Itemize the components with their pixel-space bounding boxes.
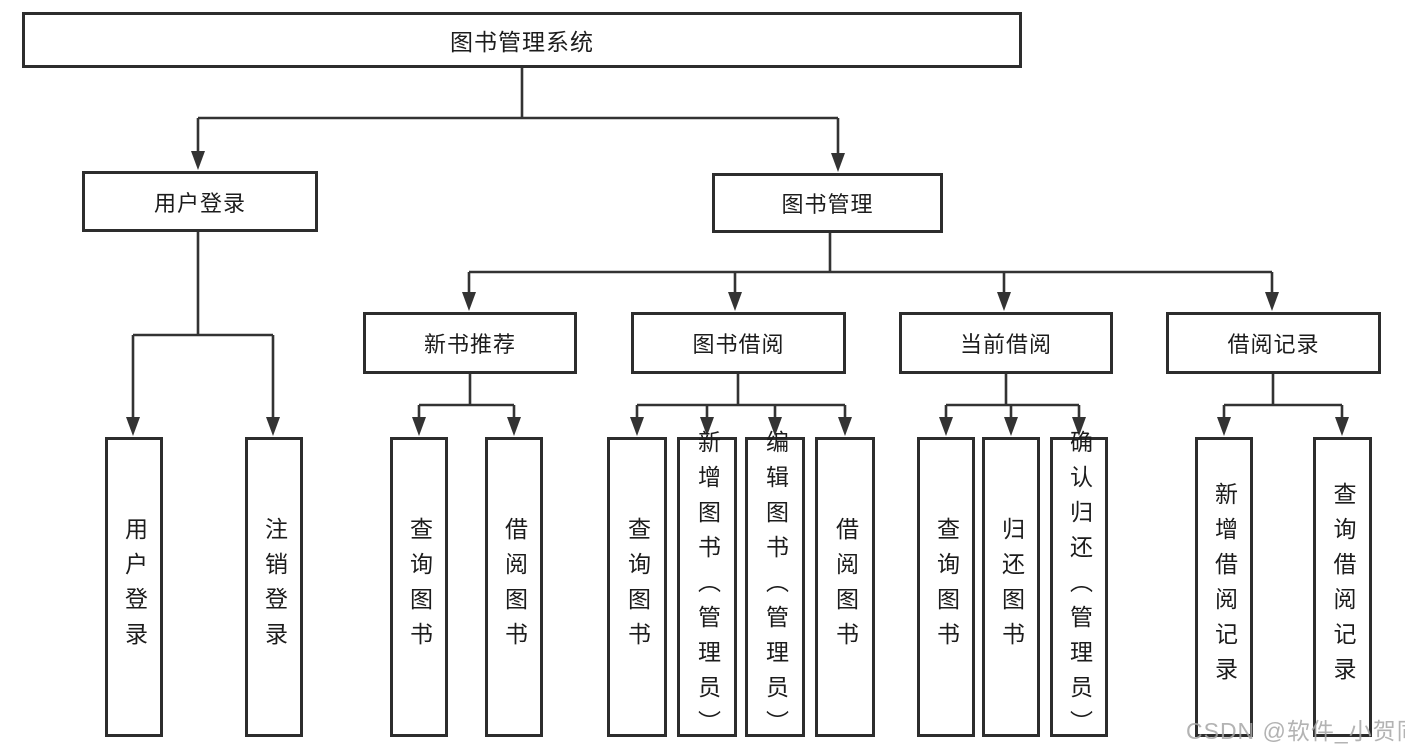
node-label: 用户登录 (153, 190, 246, 216)
leaf-borrow-books-recommend: 借阅图书 (485, 437, 543, 737)
node-book-borrow: 图书借阅 (631, 312, 846, 374)
node-label: 归还图书 (998, 517, 1025, 657)
node-current-borrow: 当前借阅 (899, 312, 1113, 374)
node-label: 图书借阅 (692, 332, 785, 357)
node-user-login: 用户登录 (82, 171, 318, 232)
node-label: 查询借阅记录 (1330, 482, 1356, 692)
arrowheads (126, 151, 1349, 436)
csdn-watermark: CSDN @软件_小贺同学 (1186, 718, 1405, 744)
node-label: 借阅图书 (832, 517, 859, 657)
node-label: 注销登录 (261, 517, 288, 657)
node-label: 用户登录 (121, 517, 148, 657)
node-book-management: 图书管理 (712, 173, 943, 233)
leaf-query-borrow-record: 查询借阅记录 (1313, 437, 1372, 737)
node-label: 借阅记录 (1227, 332, 1320, 357)
leaf-add-borrow-record: 新增借阅记录 (1195, 437, 1253, 737)
node-label: 当前借阅 (959, 332, 1052, 357)
leaf-query-books-current: 查询图书 (917, 437, 975, 737)
node-label: 编辑图书（管理员） (762, 429, 789, 745)
node-label: 确认归还（管理员） (1066, 429, 1093, 745)
node-borrow-records: 借阅记录 (1166, 312, 1381, 374)
leaf-edit-book-admin: 编辑图书（管理员） (745, 430, 805, 745)
node-label: 查询图书 (406, 517, 433, 657)
leaf-query-books-recommend: 查询图书 (390, 437, 448, 737)
node-label: 新书推荐 (423, 332, 516, 357)
node-new-book-recommend: 新书推荐 (363, 312, 577, 374)
node-label: 新增图书（管理员） (694, 429, 721, 745)
leaf-user-login: 用户登录 (105, 437, 163, 737)
leaf-query-books-borrow: 查询图书 (607, 437, 667, 737)
leaf-confirm-return-admin: 确认归还（管理员） (1050, 430, 1108, 745)
node-label: 查询图书 (624, 517, 651, 657)
node-label: 查询图书 (933, 517, 960, 657)
node-label: 图书管理系统 (450, 29, 594, 55)
node-library-management-system: 图书管理系统 (22, 12, 1022, 68)
leaf-return-books: 归还图书 (982, 437, 1040, 737)
leaf-add-book-admin: 新增图书（管理员） (677, 430, 737, 745)
leaf-logout: 注销登录 (245, 437, 303, 737)
leaf-borrow-books: 借阅图书 (815, 437, 875, 737)
node-label: 图书管理 (781, 192, 874, 217)
node-label: 新增借阅记录 (1211, 482, 1238, 692)
node-label: 借阅图书 (501, 517, 528, 657)
